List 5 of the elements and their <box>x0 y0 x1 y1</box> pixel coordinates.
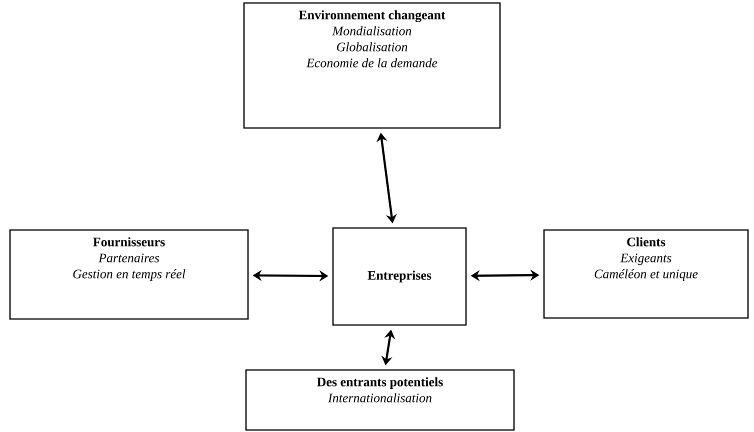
text-box: Des entrants potentiels Internationalisation <box>245 369 515 431</box>
text-box: Environnement changeant Mondialisation Globalisation Economie de la demande <box>243 2 501 129</box>
text-box: Clients Exigeants Caméléon et unique <box>543 229 749 319</box>
text-box: Entreprises <box>332 227 467 326</box>
text-box: Fournisseurs Partenaires Gestion en temps réel <box>9 229 249 320</box>
